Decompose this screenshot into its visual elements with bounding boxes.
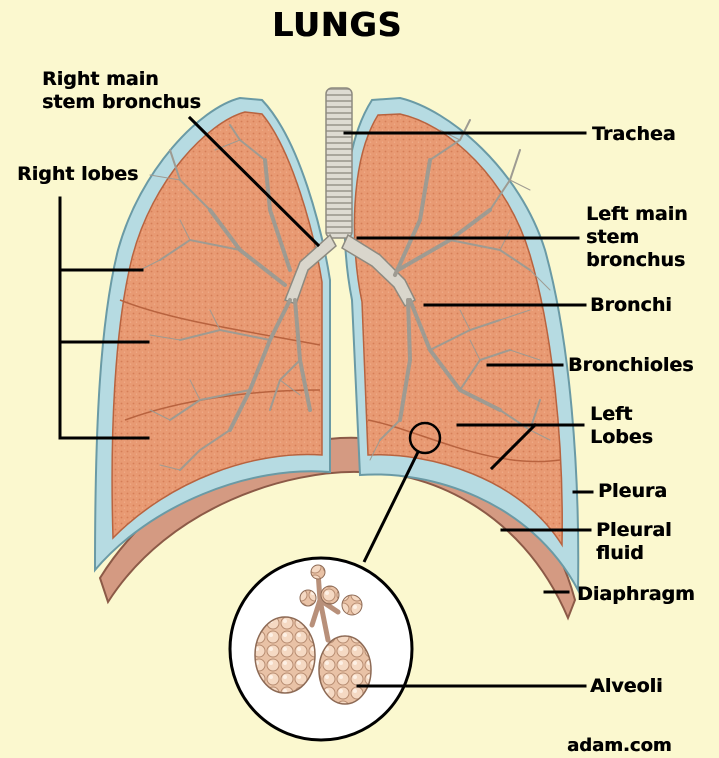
label-left-main-stem-bronchus: Left main stem bronchus: [586, 203, 688, 272]
label-diaphragm: Diaphragm: [577, 583, 695, 606]
diagram-title: LUNGS: [272, 6, 402, 44]
credit: adam.com: [567, 734, 672, 757]
label-right-main-stem-bronchus: Right main stem bronchus: [42, 68, 201, 114]
label-left-lobes: Left Lobes: [590, 403, 653, 449]
label-trachea: Trachea: [592, 123, 676, 146]
alveoli-inset: [230, 558, 412, 740]
label-right-lobes: Right lobes: [17, 163, 138, 186]
alveolar-sac: [255, 617, 315, 693]
label-bronchioles: Bronchioles: [568, 354, 694, 377]
label-bronchi: Bronchi: [590, 294, 672, 317]
left-lung: [345, 98, 579, 590]
alveolar-sac: [319, 636, 371, 704]
label-pleura: Pleura: [598, 480, 667, 503]
label-pleural-fluid: Pleural fluid: [596, 519, 672, 565]
label-alveoli: Alveoli: [590, 675, 663, 698]
trachea: [326, 88, 352, 238]
